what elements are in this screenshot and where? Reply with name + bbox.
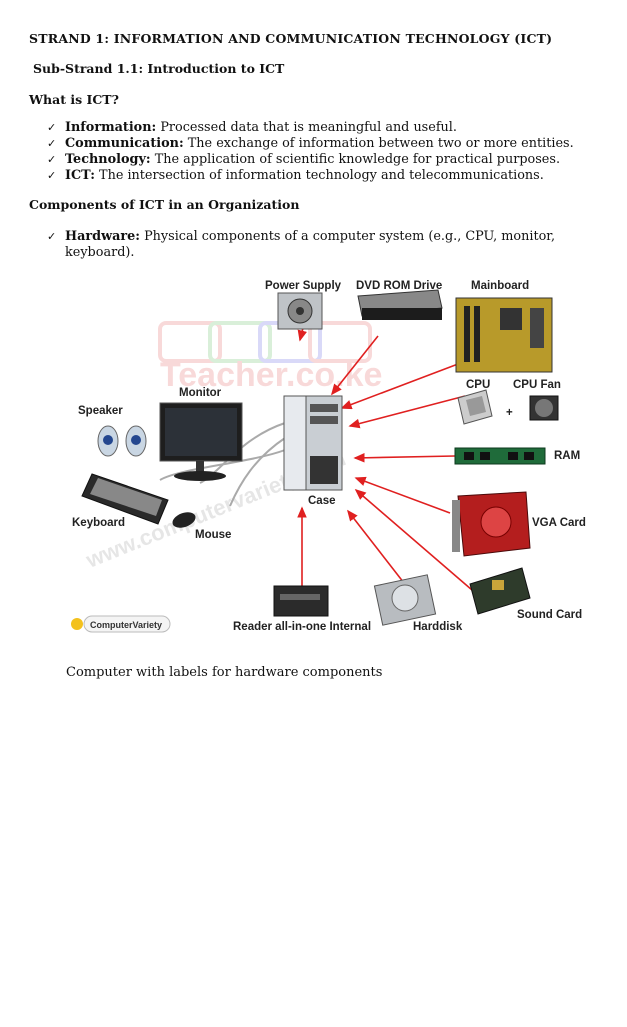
label-harddisk: Harddisk: [413, 621, 463, 633]
plus-sign: +: [506, 407, 513, 419]
label-monitor: Monitor: [179, 387, 222, 399]
watermark-site: Teacher.co.ke: [160, 356, 382, 394]
sound-card-image: [469, 567, 531, 615]
cpu-fan-image: [529, 395, 559, 421]
label-keyboard: Keyboard: [72, 517, 125, 529]
checkmark-icon: ✓: [47, 169, 57, 182]
label-cpu-fan: CPU Fan: [513, 379, 561, 391]
arrows: [297, 327, 473, 591]
list-item: ✓Information: Processed data that is mea…: [47, 120, 457, 135]
label-dvd-rom-drive: DVD ROM Drive: [356, 280, 442, 292]
case-image: [283, 395, 343, 491]
page-heading: STRAND 1: INFORMATION AND COMMUNICATION …: [29, 31, 553, 46]
definitions-list: ✓Information: Processed data that is mea…: [47, 120, 574, 184]
what-is-ict-heading: What is ICT?: [29, 92, 119, 107]
label-ram: RAM: [554, 450, 580, 462]
checkmark-icon: ✓: [47, 137, 57, 150]
svg-text:ComputerVariety: ComputerVariety: [90, 620, 162, 630]
label-power-supply: Power Supply: [265, 280, 342, 292]
list-item: ✓Technology: The application of scientif…: [47, 152, 561, 167]
label-vga-card: VGA Card: [532, 517, 586, 529]
ram-image: [454, 447, 546, 465]
card-reader-image: [273, 585, 329, 617]
checkmark-icon: ✓: [47, 121, 57, 134]
harddisk-image: [373, 574, 437, 626]
label-cpu: CPU: [466, 379, 490, 391]
mainboard-image: [455, 297, 553, 373]
cpu-image: [457, 389, 493, 425]
monitor-image: [159, 402, 243, 481]
checkmark-icon: ✓: [47, 153, 57, 166]
label-mouse: Mouse: [195, 529, 231, 541]
vga-card-image: [452, 491, 531, 557]
list-item: ✓Communication: The exchange of informat…: [47, 136, 574, 151]
list-item: ✓ICT: The intersection of information te…: [47, 168, 544, 183]
label-reader: Reader all-in-one Internal: [233, 621, 371, 633]
computervariety-logo: ComputerVariety: [71, 615, 171, 633]
sub-strand-heading: Sub-Strand 1.1: Introduction to ICT: [33, 61, 285, 76]
mouse-image: [172, 512, 196, 528]
speaker-image: [97, 425, 147, 457]
label-sound-card: Sound Card: [517, 609, 582, 621]
keyboard-image: [81, 473, 169, 525]
checkmark-icon: ✓: [47, 230, 57, 243]
components-heading: Components of ICT in an Organization: [29, 197, 300, 212]
dvd-drive-image: [357, 289, 443, 320]
label-case: Case: [308, 495, 336, 507]
figure-caption: Computer with labels for hardware compon…: [66, 665, 383, 680]
hardware-diagram: Teacher.co.ke www.computervariety.com: [60, 268, 600, 640]
power-supply-image: [277, 292, 323, 330]
label-mainboard: Mainboard: [471, 280, 529, 292]
hardware-item: ✓Hardware: Physical components of a comp…: [47, 229, 556, 260]
label-speaker: Speaker: [78, 405, 123, 417]
